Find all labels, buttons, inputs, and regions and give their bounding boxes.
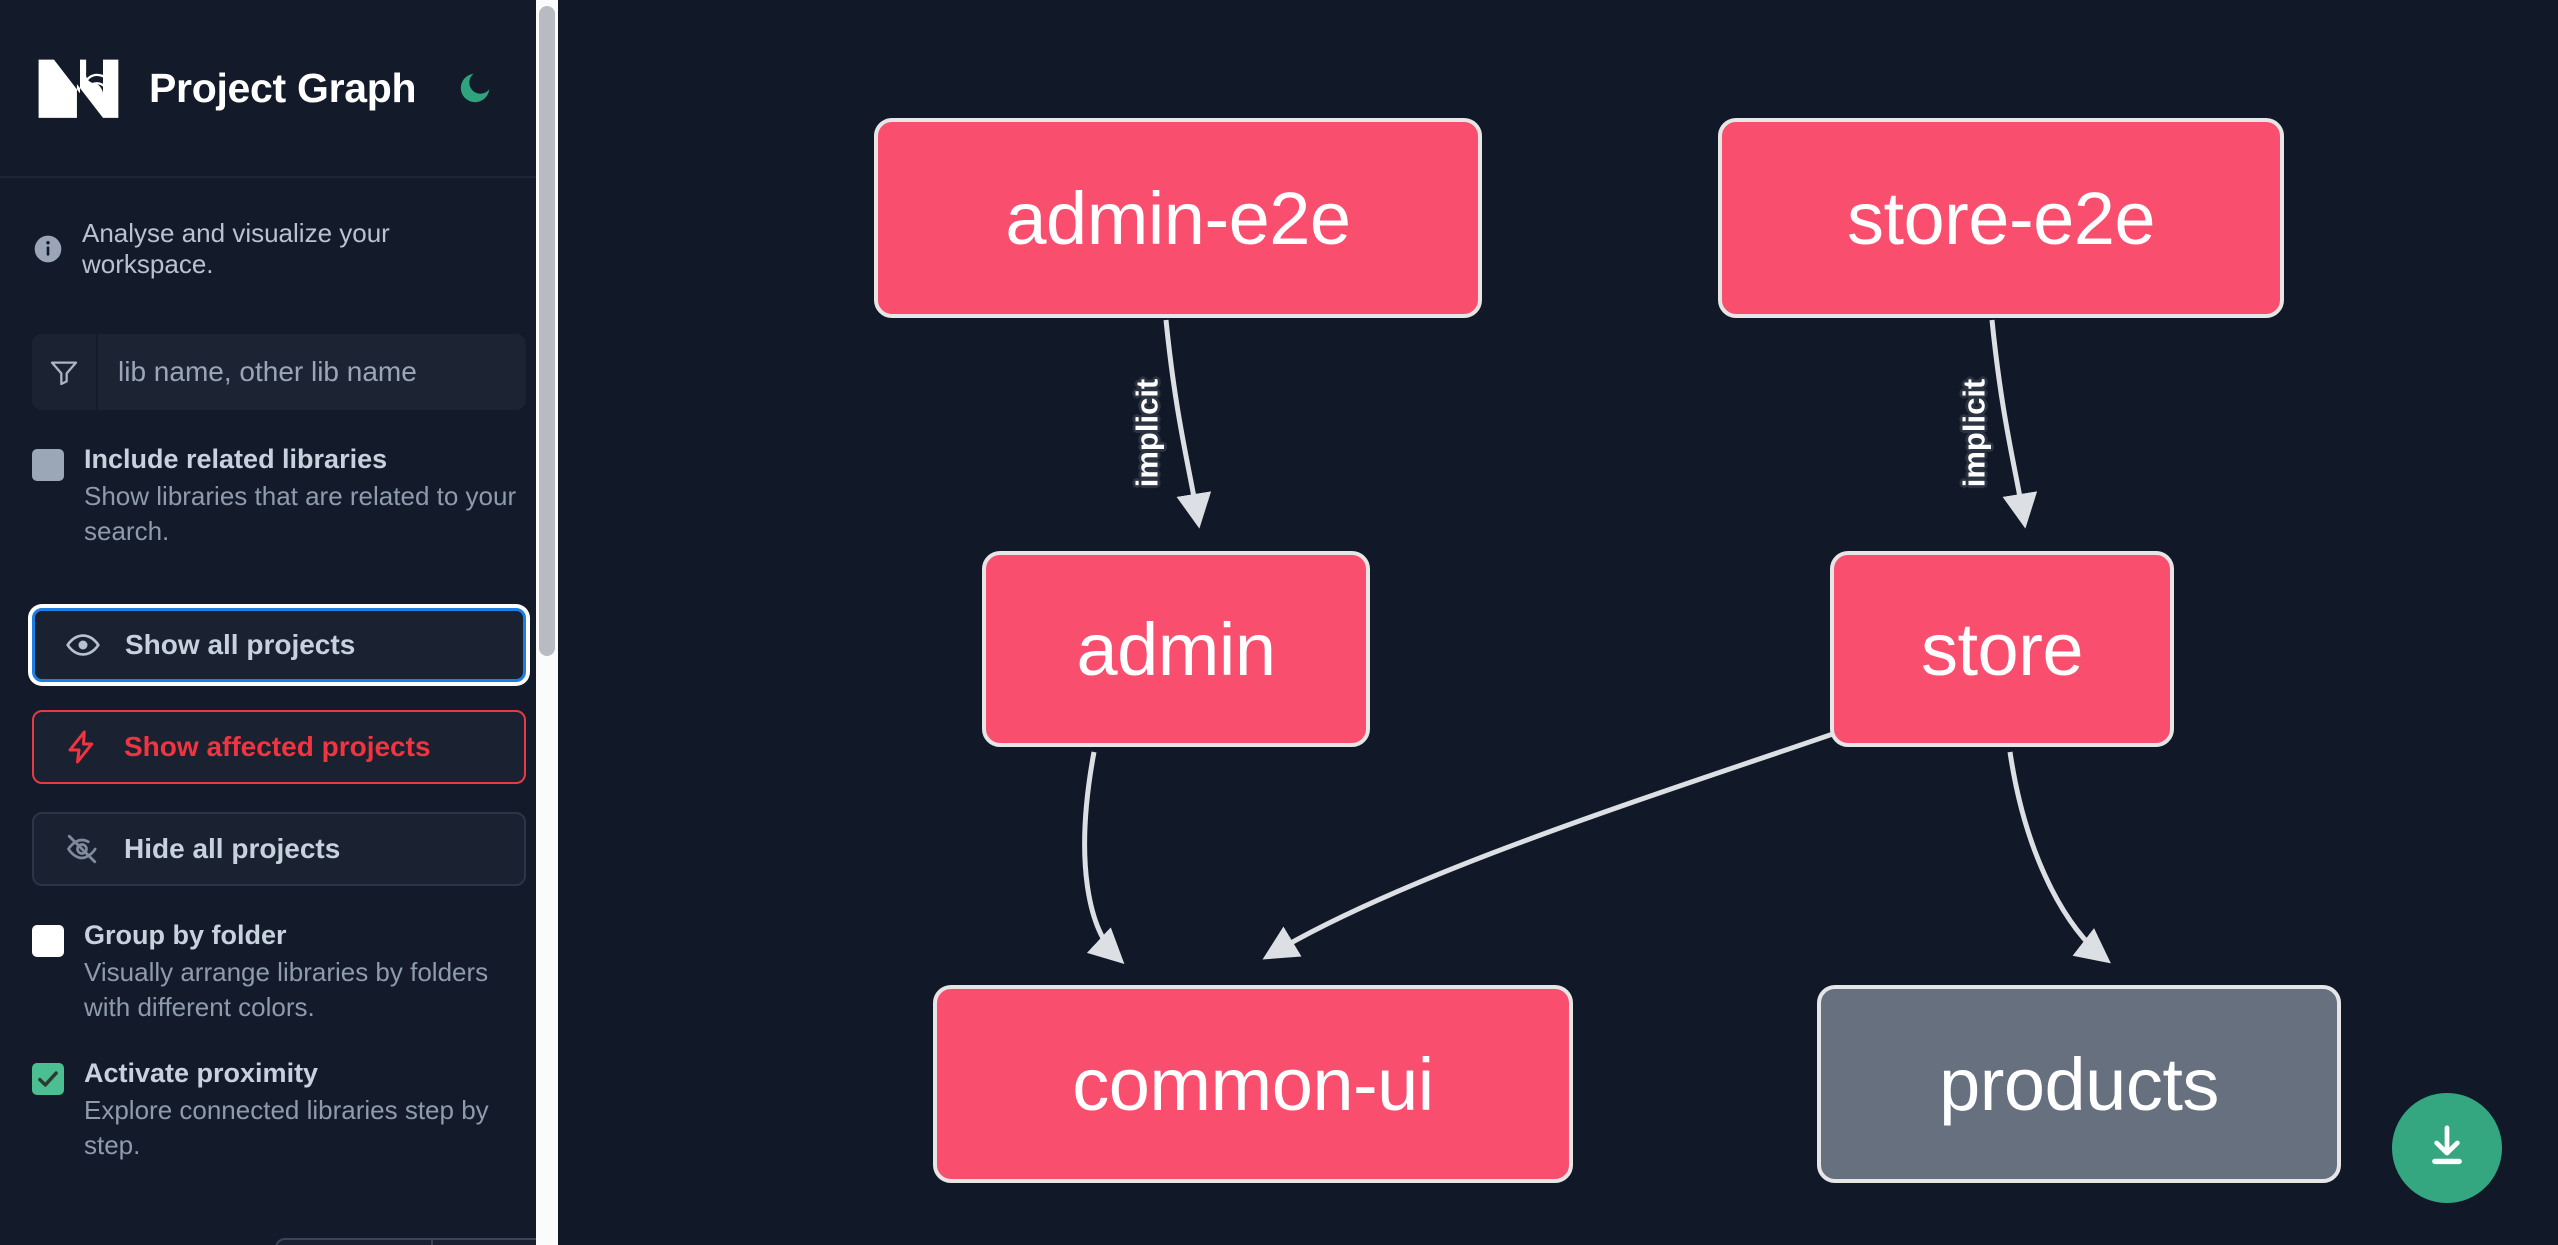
edge-admin-e2e-to-admin: [1163, 319, 1212, 529]
edge-store-to-products: [2007, 751, 2111, 964]
graph-node-products[interactable]: products: [1817, 985, 2341, 1183]
graph-node-common-ui[interactable]: common-ui: [933, 985, 1573, 1183]
sidebar-scrollbar[interactable]: [536, 0, 558, 1245]
include-related-libraries-label: Include related libraries: [84, 444, 388, 474]
page-title: Project Graph: [149, 64, 417, 111]
include-related-libraries-checkbox[interactable]: [32, 449, 64, 481]
download-icon: [2420, 1120, 2474, 1177]
hide-all-projects-button[interactable]: Hide all projects: [32, 812, 526, 887]
checkbox-row-activate-proximity[interactable]: Activate proximity Explore connected lib…: [32, 1058, 526, 1162]
hide-all-projects-label: Hide all projects: [124, 833, 341, 865]
tagline-text: Analyse and visualize your workspace.: [82, 218, 390, 279]
sidebar: Project Graph Analyse and visualize your…: [0, 0, 558, 1245]
show-all-projects-button[interactable]: Show all projects: [32, 608, 526, 683]
graph-node-store-e2e[interactable]: store-e2e: [1718, 118, 2284, 318]
bolt-icon: [62, 727, 102, 767]
sidebar-header: Project Graph: [0, 0, 558, 178]
activate-proximity-label: Activate proximity: [84, 1058, 319, 1089]
graph-node-label: admin: [1076, 607, 1276, 691]
show-all-projects-label: Show all projects: [125, 629, 356, 661]
checkbox-row-include-related-libraries[interactable]: Include related libraries Show libraries…: [32, 444, 526, 548]
graph-node-label: admin-e2e: [1005, 176, 1351, 260]
eye-icon: [63, 625, 103, 665]
show-affected-projects-label: Show affected projects: [124, 731, 431, 763]
group-by-folder-label: Group by folder: [84, 920, 287, 951]
graph-canvas[interactable]: admin-e2e store-e2e admin store common-u…: [558, 0, 2558, 1245]
graph-node-admin-e2e[interactable]: admin-e2e: [874, 118, 1482, 318]
edge-admin-to-common-ui: [1082, 751, 1125, 964]
moon-icon[interactable]: [453, 66, 497, 110]
project-visibility-buttons: Show all projects Show affected projects: [32, 608, 526, 887]
show-affected-projects-button[interactable]: Show affected projects: [32, 710, 526, 785]
graph-node-admin[interactable]: admin: [982, 551, 1370, 747]
include-related-libraries-description: Show libraries that are related to your …: [84, 481, 517, 546]
graph-node-label: store-e2e: [1846, 176, 2156, 260]
sidebar-scrollbar-thumb[interactable]: [539, 6, 555, 656]
edge-store-e2e-to-store: [1989, 319, 2038, 529]
eye-off-icon: [62, 829, 102, 869]
proximity-segmented-control[interactable]: [275, 1238, 558, 1245]
graph-node-label: common-ui: [1072, 1042, 1434, 1126]
search-field[interactable]: [32, 334, 526, 410]
checkmark-icon: [38, 1071, 58, 1088]
nx-logo-icon: [34, 55, 126, 121]
download-image-button[interactable]: [2392, 1093, 2502, 1203]
proximity-segment-1[interactable]: [277, 1240, 433, 1245]
sidebar-body: Analyse and visualize your workspace. In…: [0, 178, 558, 1163]
tagline-row: Analyse and visualize your workspace.: [32, 178, 526, 280]
search-input[interactable]: [98, 334, 526, 410]
group-by-folder-description: Visually arrange libraries by folders wi…: [84, 957, 489, 1022]
activate-proximity-description: Explore connected libraries step by step…: [84, 1095, 489, 1161]
graph-node-label: store: [1920, 607, 2084, 691]
graph-node-store[interactable]: store: [1830, 551, 2174, 747]
group-by-folder-checkbox[interactable]: [32, 925, 64, 958]
edge-store-to-common-ui: [1262, 697, 1931, 960]
checkbox-row-group-by-folder[interactable]: Group by folder Visually arrange librari…: [32, 920, 526, 1024]
activate-proximity-checkbox[interactable]: [32, 1063, 64, 1096]
graph-node-label: products: [1939, 1042, 2219, 1126]
info-circle-icon: [32, 233, 64, 265]
filter-funnel-icon: [32, 334, 98, 410]
